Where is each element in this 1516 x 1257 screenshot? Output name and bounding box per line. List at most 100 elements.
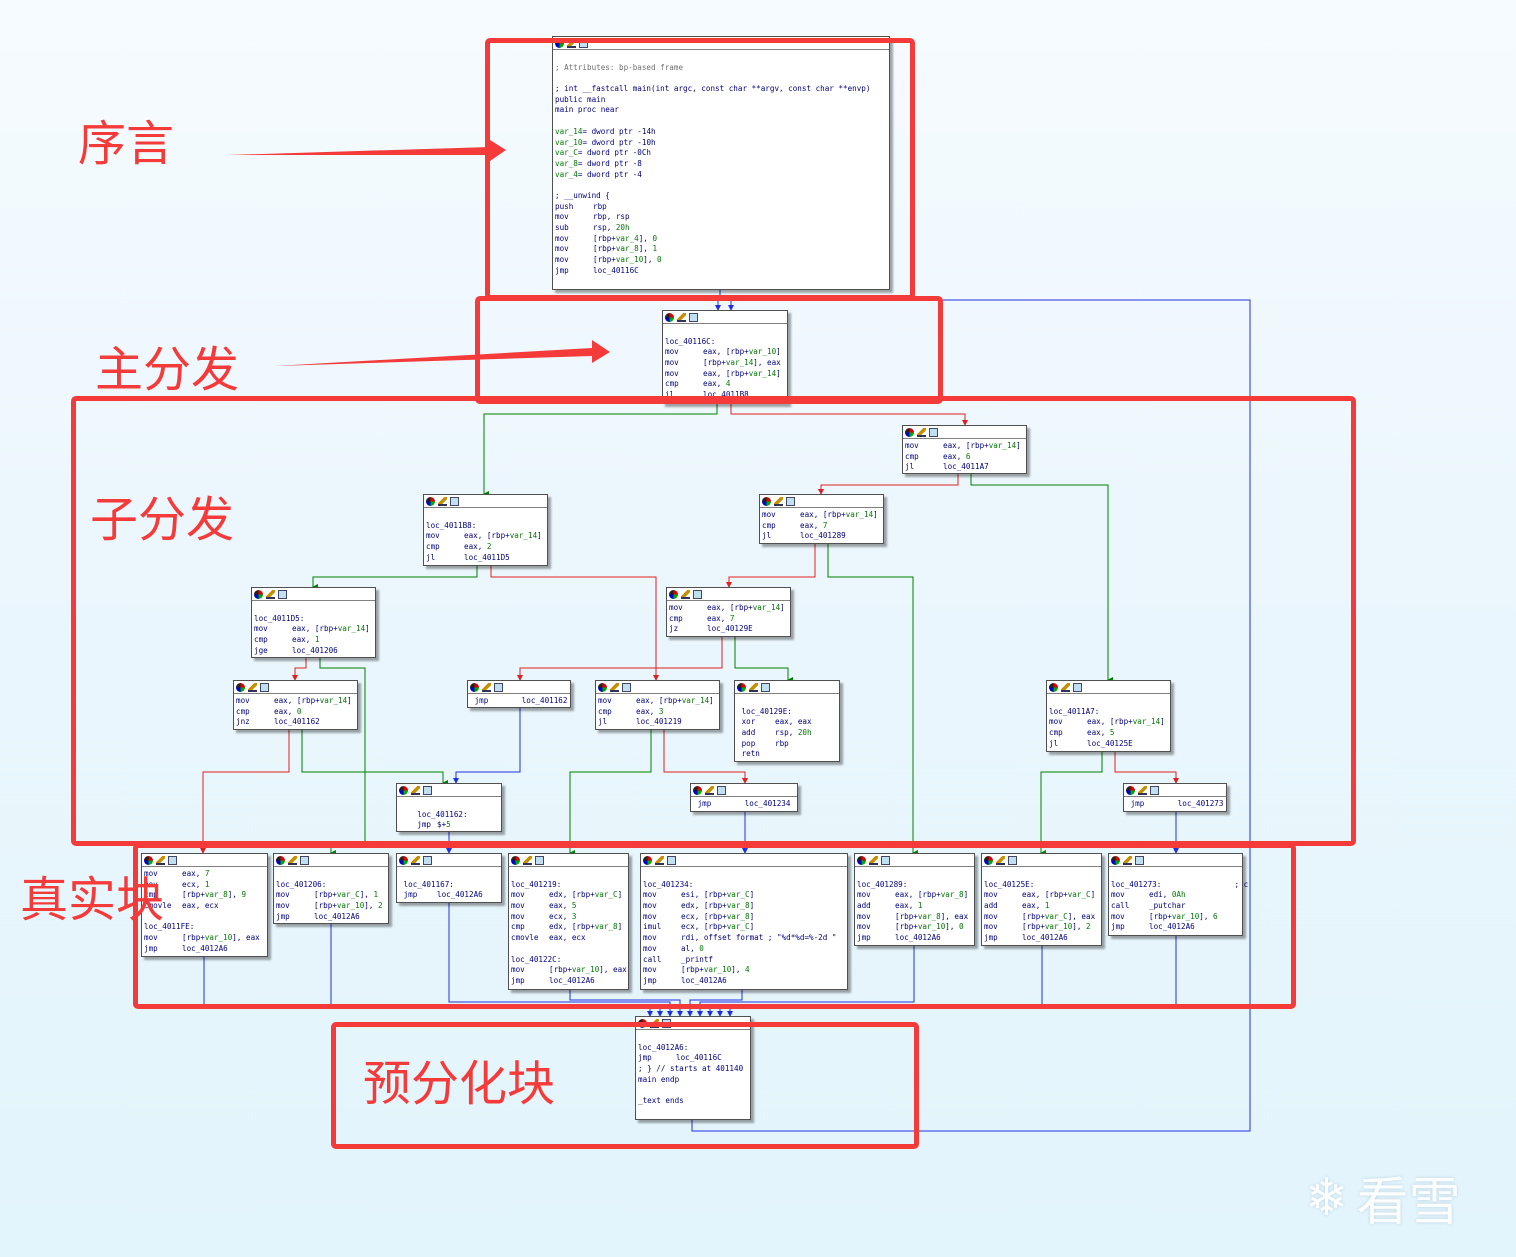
code-block-loc-401162[interactable]: loc_401162: jmp$+5: [396, 783, 502, 832]
graph-color-icon[interactable]: [1111, 855, 1120, 865]
code-line[interactable]: cmp[rbp+var_8], 9: [144, 890, 247, 900]
graph-color-icon[interactable]: [669, 589, 678, 599]
code-line[interactable]: var_14= dword ptr -14h: [555, 126, 656, 136]
rename-icon[interactable]: [438, 496, 447, 506]
code-block-jmp-401162[interactable]: jmp loc_401162: [467, 680, 571, 708]
rename-icon[interactable]: [482, 682, 491, 692]
xref-graph-icon[interactable]: [929, 427, 938, 437]
graph-color-icon[interactable]: [399, 855, 408, 865]
xref-graph-icon[interactable]: [300, 855, 309, 865]
rename-icon[interactable]: [567, 38, 576, 48]
graph-color-icon[interactable]: [426, 496, 435, 506]
xref-graph-icon[interactable]: [761, 682, 770, 692]
code-line[interactable]: var_4= dword ptr -4: [555, 169, 642, 179]
graph-color-icon[interactable]: [857, 855, 866, 865]
xref-graph-icon[interactable]: [1008, 855, 1017, 865]
xref-graph-icon[interactable]: [278, 589, 287, 599]
code-line[interactable]: jmp loc_401162: [470, 696, 568, 705]
code-line[interactable]: mov[rbp+var_C], 1: [276, 890, 379, 900]
rename-icon[interactable]: [655, 855, 664, 865]
code-line[interactable]: mov[rbp+var_14], eax: [665, 358, 781, 368]
graph-color-icon[interactable]: [693, 785, 702, 795]
graph-color-icon[interactable]: [984, 855, 993, 865]
code-line[interactable]: loc_4011D5:: [254, 613, 305, 623]
graph-color-icon[interactable]: [399, 785, 408, 795]
rename-icon[interactable]: [1138, 785, 1147, 795]
code-block-jmp-401234[interactable]: jmp loc_401234: [690, 783, 798, 812]
code-line[interactable]: mov[rbp+var_8], 1: [555, 244, 658, 254]
graph-color-icon[interactable]: [236, 682, 245, 692]
code-line[interactable]: var_8= dword ptr -8: [555, 158, 642, 168]
rename-icon[interactable]: [705, 785, 714, 795]
code-block-jmp-401273[interactable]: jmp loc_401273: [1123, 783, 1227, 812]
graph-color-icon[interactable]: [276, 855, 285, 865]
code-line[interactable]: _text ends: [638, 1096, 684, 1106]
xref-graph-icon[interactable]: [689, 312, 698, 322]
xref-graph-icon[interactable]: [786, 496, 795, 506]
rename-icon[interactable]: [248, 682, 257, 692]
code-line[interactable]: public main: [555, 94, 606, 104]
code-line[interactable]: ; } // starts at 401140: [638, 1064, 744, 1074]
code-line[interactable]: mov[rbp+var_4], 0: [555, 233, 658, 243]
code-line[interactable]: var_10= dword ptr -10h: [555, 137, 656, 147]
code-line[interactable]: jmp$+5: [399, 820, 451, 830]
graph-color-icon[interactable]: [598, 682, 607, 692]
code-line[interactable]: mov[rbp+var_10], 6: [1111, 911, 1218, 921]
code-line[interactable]: loc_401162:: [399, 809, 468, 819]
code-line[interactable]: loc_4012A6:: [638, 1042, 689, 1052]
graph-color-icon[interactable]: [905, 427, 914, 437]
rename-icon[interactable]: [1061, 682, 1070, 692]
code-line[interactable]: loc_401289:: [857, 879, 908, 889]
graph-color-icon[interactable]: [555, 38, 564, 48]
xref-graph-icon[interactable]: [535, 855, 544, 865]
graph-color-icon[interactable]: [762, 496, 771, 506]
code-line[interactable]: mov[rbp+var_10], 0: [555, 255, 662, 265]
xref-graph-icon[interactable]: [168, 855, 177, 865]
code-line[interactable]: ; __unwind {: [555, 190, 610, 200]
code-line[interactable]: loc_40122C:: [511, 954, 562, 964]
code-line[interactable]: mov[rbp+var_10], 2: [984, 922, 1091, 932]
graph-color-icon[interactable]: [1049, 682, 1058, 692]
code-line[interactable]: var_C= dword ptr -0Ch: [555, 148, 652, 158]
xref-graph-icon[interactable]: [423, 855, 432, 865]
xref-graph-icon[interactable]: [717, 785, 726, 795]
code-line[interactable]: call_putchar: [1111, 901, 1186, 911]
